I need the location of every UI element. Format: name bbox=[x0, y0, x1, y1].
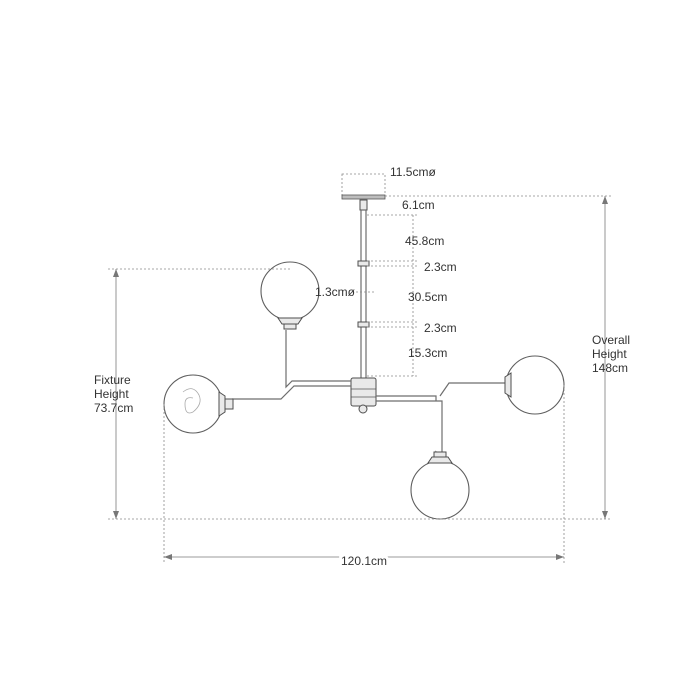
stem-segment-dimensions bbox=[367, 214, 417, 377]
fixture-height-line1: Fixture bbox=[94, 373, 131, 387]
globe-right bbox=[504, 355, 565, 415]
globe-left bbox=[163, 374, 234, 434]
overall-height-line2: Height bbox=[592, 347, 627, 361]
rod-middle-label: 30.5cm bbox=[408, 290, 447, 304]
rod-lower-label: 15.3cm bbox=[408, 346, 447, 360]
overall-height-value: 148cm bbox=[592, 361, 628, 375]
overall-height-dimension bbox=[108, 195, 612, 520]
canopy-height-label: 6.1cm bbox=[402, 198, 435, 212]
coupling-upper-label: 2.3cm bbox=[424, 260, 457, 274]
globe-top-left bbox=[260, 261, 320, 330]
rod-upper-label: 45.8cm bbox=[405, 234, 444, 248]
right-arm bbox=[376, 382, 505, 456]
fixture-height-value: 73.7cm bbox=[94, 401, 133, 415]
canopy bbox=[341, 173, 386, 211]
fixture-height-line2: Height bbox=[94, 387, 129, 401]
overall-height-line1: Overall bbox=[592, 333, 630, 347]
stem-rod bbox=[357, 210, 370, 378]
coupling-lower-label: 2.3cm bbox=[424, 321, 457, 335]
upper-coupling bbox=[357, 260, 370, 267]
center-hub bbox=[350, 377, 377, 414]
fixture-height-dimension bbox=[108, 268, 290, 519]
canopy-diameter-label: 11.5cmø bbox=[390, 165, 436, 179]
overall-width-dimension bbox=[163, 385, 565, 563]
lower-coupling bbox=[357, 321, 370, 328]
globe-bottom bbox=[410, 451, 470, 520]
left-arm bbox=[232, 330, 351, 400]
rod-diameter-label: 1.3cmø bbox=[315, 285, 356, 299]
overall-width-label: 120.1cm bbox=[341, 554, 387, 568]
